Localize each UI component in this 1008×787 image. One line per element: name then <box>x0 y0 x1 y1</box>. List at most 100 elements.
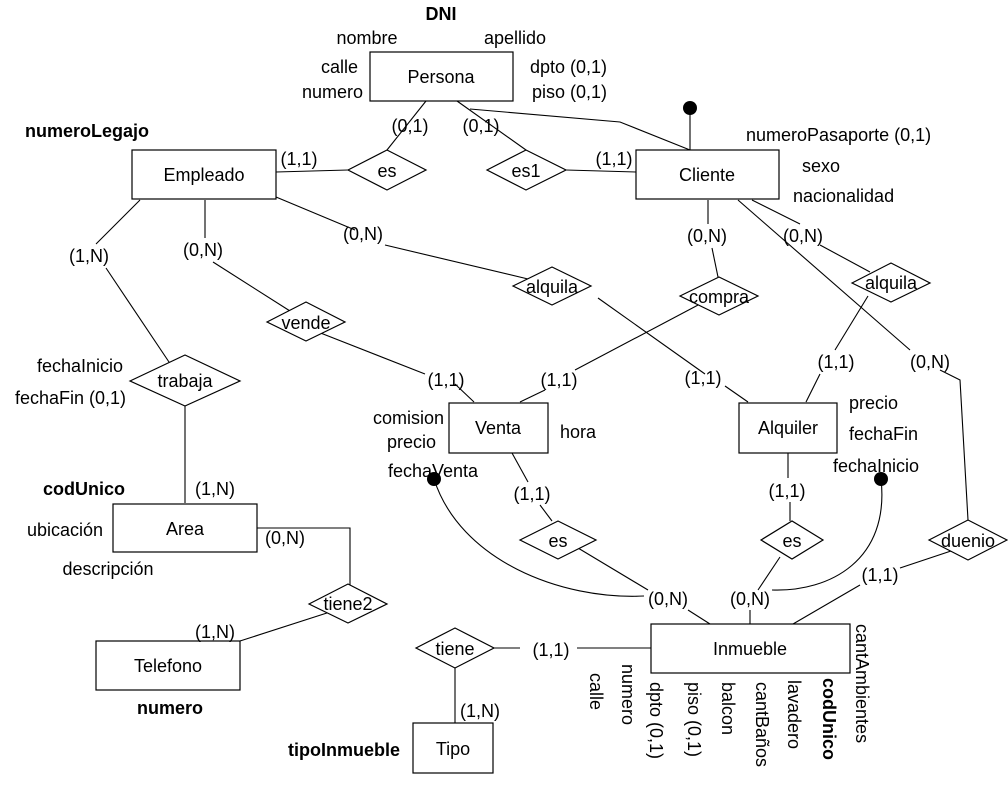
attr-empleado-legajo: numeroLegajo <box>25 121 149 141</box>
line-trabaja-empleado-b <box>105 267 172 366</box>
attr-persona-numero: numero <box>302 82 363 102</box>
entity-venta[interactable]: Venta <box>448 402 549 454</box>
card-area-trabaja: (1,N) <box>195 479 235 499</box>
relationship-compra-label: compra <box>689 287 750 307</box>
relationship-alquila-cliente-label: alquila <box>865 273 918 293</box>
entity-inmueble-label: Inmueble <box>713 639 787 659</box>
card-persona-es1: (0,1) <box>462 116 499 136</box>
card-empleado-vende: (0,N) <box>183 240 223 260</box>
line-duenio-inmueble-b <box>792 584 861 625</box>
card-inmueble-duenio: (1,1) <box>861 565 898 585</box>
attr-tipo-nombre: tipoInmueble <box>288 740 400 760</box>
relationship-vende[interactable]: vende <box>265 301 347 342</box>
attributes: DNI nombre apellido calle numero dpto (0… <box>15 4 931 767</box>
card-inmueble-es-alquiler: (0,N) <box>730 589 770 609</box>
attr-telefono-numero: numero <box>137 698 203 718</box>
relationship-duenio[interactable]: duenio <box>927 519 1008 561</box>
card-tipo-tiene: (1,N) <box>460 701 500 721</box>
attr-inmueble-numero: numero <box>618 664 638 725</box>
relationship-es-empleado[interactable]: es <box>346 149 428 191</box>
relationship-es-alquiler[interactable]: es <box>759 520 825 560</box>
entity-tipo[interactable]: Tipo <box>412 722 494 774</box>
attr-venta-comision: comision <box>373 408 444 428</box>
entity-tipo-label: Tipo <box>436 739 470 759</box>
line-cliente-alquila <box>751 199 801 225</box>
line-cliente-duenio <box>737 199 911 351</box>
venta-identifier-dot <box>427 472 441 486</box>
card-vende-venta: (1,1) <box>427 370 464 390</box>
line-vende-venta-b <box>454 383 475 403</box>
entity-venta-label: Venta <box>475 418 522 438</box>
entity-persona-label: Persona <box>407 67 475 87</box>
attr-inmueble-calle: calle <box>586 673 606 710</box>
relationship-alquila-cliente[interactable]: alquila <box>850 262 932 303</box>
attr-venta-fecha: fechaVenta <box>388 461 479 481</box>
line-alquila-empleado-b <box>384 244 529 280</box>
entity-alquiler[interactable]: Alquiler <box>738 402 838 454</box>
relationship-alquila-empleado-label: alquila <box>526 277 579 297</box>
attr-cliente-pasaporte: numeroPasaporte (0,1) <box>746 125 931 145</box>
relationship-tiene2[interactable]: tiene2 <box>307 583 389 624</box>
relationship-alquila-empleado[interactable]: alquila <box>511 266 593 306</box>
relationship-duenio-label: duenio <box>941 531 995 551</box>
entity-telefono-label: Telefono <box>134 656 202 676</box>
card-inmueble-tiene: (1,1) <box>532 640 569 660</box>
attr-trabaja-inicio: fechaInicio <box>37 356 123 376</box>
alquiler-identifier-dot <box>874 472 888 486</box>
line-cliente-duenio-b <box>939 369 969 521</box>
relationship-es-alquiler-label: es <box>782 531 801 551</box>
attr-alquiler-precio: precio <box>849 393 898 413</box>
attr-inmueble-piso: piso (0,1) <box>684 682 704 757</box>
line-venta-es <box>511 452 529 483</box>
card-cliente-es1: (1,1) <box>595 149 632 169</box>
card-telefono-tiene2: (1,N) <box>195 622 235 642</box>
relationship-tiene2-label: tiene2 <box>323 594 372 614</box>
attr-persona-calle: calle <box>321 57 358 77</box>
entity-cliente-label: Cliente <box>679 165 735 185</box>
relationship-es1-cliente[interactable]: es1 <box>485 149 568 191</box>
entity-area[interactable]: Area <box>112 503 258 553</box>
card-inmueble-es-venta: (0,N) <box>648 589 688 609</box>
card-compra-venta: (1,1) <box>540 370 577 390</box>
relationship-trabaja-label: trabaja <box>157 371 213 391</box>
entity-inmueble[interactable]: Inmueble <box>650 623 851 674</box>
relationship-tiene-label: tiene <box>435 639 474 659</box>
card-alquila-empleado-alquiler: (1,1) <box>684 368 721 388</box>
attr-alquiler-inicio: fechaInicio <box>833 456 919 476</box>
attr-persona-dpto: dpto (0,1) <box>530 57 607 77</box>
relationship-es-venta[interactable]: es <box>518 520 598 560</box>
relationship-trabaja[interactable]: trabaja <box>128 354 242 407</box>
attr-area-cod: codUnico <box>43 479 125 499</box>
relationship-tiene[interactable]: tiene <box>414 627 496 669</box>
entity-alquiler-label: Alquiler <box>758 418 818 438</box>
attr-area-descripcion: descripción <box>62 559 153 579</box>
attr-alquiler-fin: fechaFin <box>849 424 918 444</box>
line-area-tiene2 <box>257 527 351 585</box>
line-alquila-alquiler-b <box>724 385 749 403</box>
card-alquila-alquiler: (1,1) <box>817 352 854 372</box>
line-empleado-es <box>275 169 349 173</box>
attr-inmueble-balcon: balcon <box>718 682 738 735</box>
card-alquiler-es: (1,1) <box>768 481 805 501</box>
card-persona-es: (0,1) <box>391 116 428 136</box>
relationship-vende-label: vende <box>281 313 330 333</box>
line-compra-venta-b <box>519 389 546 403</box>
attr-trabaja-fin: fechaFin (0,1) <box>15 388 126 408</box>
line-vende-venta <box>317 331 426 375</box>
entity-cliente[interactable]: Cliente <box>635 149 780 200</box>
line-es-inmueble-c <box>757 556 781 591</box>
entity-empleado[interactable]: Empleado <box>131 149 277 200</box>
attr-persona-apellido: apellido <box>484 28 546 48</box>
attr-area-ubicacion: ubicación <box>27 520 103 540</box>
attr-persona-nombre: nombre <box>336 28 397 48</box>
card-cliente-compra: (0,N) <box>687 226 727 246</box>
attr-inmueble-lavadero: lavadero <box>784 680 804 749</box>
attr-cliente-nacionalidad: nacionalidad <box>793 186 894 206</box>
card-cliente-alquila: (0,N) <box>783 226 823 246</box>
entity-telefono[interactable]: Telefono <box>95 640 241 691</box>
relationship-compra[interactable]: compra <box>678 276 760 316</box>
card-empleado-es: (1,1) <box>280 149 317 169</box>
line-cliente-compra-b <box>711 247 719 278</box>
entity-persona[interactable]: Persona <box>369 51 514 102</box>
cliente-identifier-dot <box>683 101 697 115</box>
